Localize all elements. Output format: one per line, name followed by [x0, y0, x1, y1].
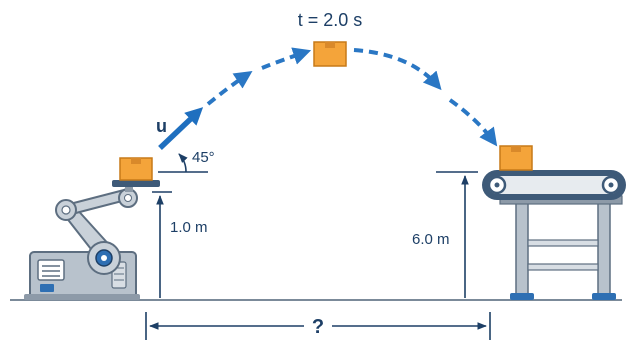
distance-label: ?	[312, 316, 324, 338]
box-on-conveyor	[499, 145, 533, 171]
velocity-label: u	[156, 116, 167, 136]
angle-label: 45°	[192, 149, 215, 166]
box-on-robot	[119, 157, 153, 181]
box-at-apex	[313, 41, 347, 67]
robot-base-indicator	[40, 284, 54, 292]
landing-height-label: 6.0 m	[412, 231, 450, 248]
velocity-arrow	[158, 107, 204, 150]
trajectory-segment-4	[448, 98, 498, 147]
robot-arm	[24, 180, 160, 300]
time-label: t = 2.0 s	[298, 10, 363, 30]
trajectory-segment-1	[206, 71, 253, 106]
launch-height-label: 1.0 m	[170, 219, 208, 236]
conveyor	[482, 170, 626, 300]
robot-base-vent	[37, 259, 65, 281]
angle-arc	[178, 153, 188, 173]
robot-platform	[112, 180, 160, 187]
robot-base-foot	[24, 294, 140, 300]
trajectory-segment-3	[353, 48, 442, 91]
trajectory-segment-2	[261, 47, 312, 70]
